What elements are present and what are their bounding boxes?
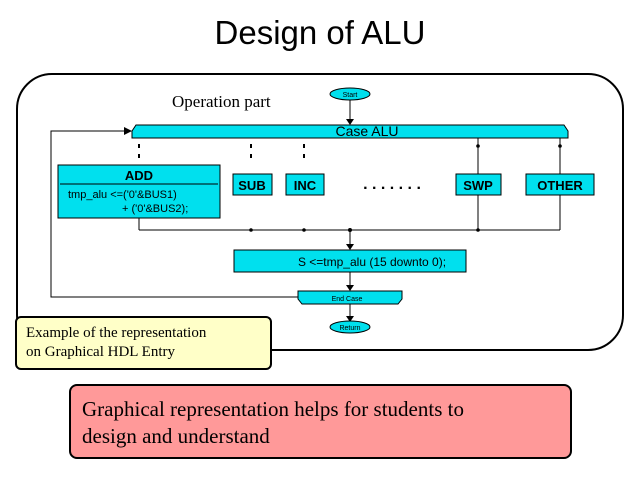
case-alu-label: Case ALU [335, 123, 398, 139]
summary-callout-line2: design and understand [82, 424, 270, 448]
sub-box [232, 173, 273, 196]
example-note-line2: on Graphical HDL Entry [26, 344, 175, 360]
branch-node-swp [476, 144, 480, 148]
inc-box [285, 173, 325, 196]
start-arrow [346, 119, 354, 125]
merge-node-sub [249, 228, 253, 232]
inc-label: INC [294, 178, 317, 193]
end-case-label: End Case [332, 296, 363, 303]
operation-part-label: Operation part [172, 92, 271, 111]
assign-arrow [346, 285, 354, 291]
start-label: Start [343, 92, 358, 99]
summary-callout-line1: Graphical representation helps for stude… [82, 397, 464, 421]
example-note-line1: Example of the representation [26, 325, 207, 341]
page-title: Design of ALU [214, 14, 426, 51]
branch-node-other [558, 144, 562, 148]
end-case-bar [297, 290, 403, 305]
loop-back-line [50, 130, 298, 298]
add-expr-line1: tmp_alu <=('0'&BUS1) [68, 189, 177, 201]
end-arrow [346, 316, 354, 322]
swp-label: SWP [463, 178, 493, 193]
add-box [57, 164, 221, 219]
merge-node-inc [302, 228, 306, 232]
add-expr-line2: + ('0'&BUS2); [122, 203, 188, 215]
sub-label: SUB [238, 178, 265, 193]
loop-back-arrow [124, 127, 132, 135]
merge-node-swp [476, 228, 480, 232]
return-terminal [329, 320, 371, 334]
return-label: Return [339, 325, 360, 332]
assign-label: S <=tmp_alu (15 downto 0); [298, 255, 446, 269]
other-label: OTHER [537, 178, 583, 193]
more-ops-dots: . . . . . . . [363, 176, 421, 193]
add-label: ADD [125, 168, 153, 183]
example-note: Example of the representation on Graphic… [15, 316, 272, 370]
summary-callout: Graphical representation helps for stude… [69, 384, 572, 459]
merge-arrow [346, 244, 354, 250]
